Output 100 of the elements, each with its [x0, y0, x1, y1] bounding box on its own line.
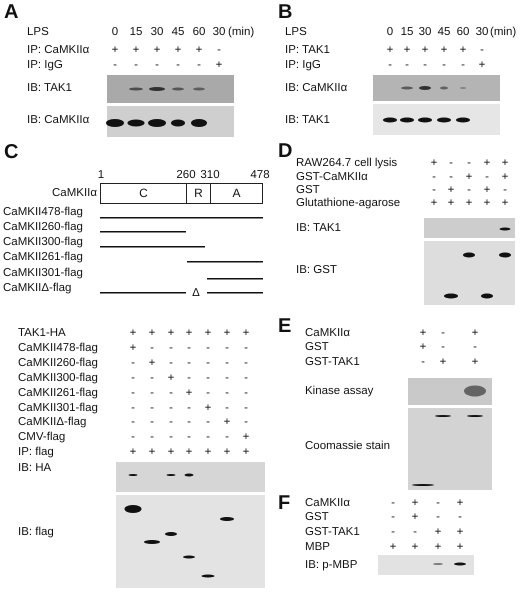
time-point: 0: [112, 25, 118, 39]
lane-sign: -: [225, 371, 229, 385]
time-point: 0: [386, 25, 394, 39]
time-point: 30: [150, 25, 164, 39]
row-label: CMV-flag: [18, 430, 66, 444]
lane-sign: +: [422, 43, 428, 57]
lane-sign: -: [187, 371, 191, 385]
lane-sign: -: [187, 401, 191, 415]
lane-sign: +: [502, 196, 508, 210]
construct-label: CaMKII301-flag: [3, 266, 83, 280]
residue-number: 478: [250, 168, 270, 182]
row-label: GST-CaMKIIα: [296, 170, 368, 184]
lane-sign: +: [130, 326, 136, 340]
lane-sign: +: [412, 496, 418, 510]
row-label: GST: [296, 183, 320, 197]
blot-label: IB: TAK1: [285, 113, 330, 127]
lane-sign: -: [150, 415, 154, 429]
lane-sign: +: [148, 326, 156, 340]
lane-sign: +: [484, 196, 490, 210]
row-label: GST-TAK1: [305, 355, 360, 369]
residue-number: 310: [200, 168, 220, 182]
lane-sign: -: [131, 371, 135, 385]
row-label: LPS: [27, 25, 49, 39]
lane-sign: -: [134, 58, 138, 72]
lane-sign: -: [206, 356, 210, 370]
unit-label: (min): [228, 25, 254, 39]
lane-sign: +: [186, 326, 192, 340]
row-label: CaMKIIΔ-flag: [18, 415, 86, 429]
construct-label: CaMKII260-flag: [3, 220, 83, 234]
lane-sign: +: [412, 510, 418, 524]
lane-sign: +: [186, 445, 192, 459]
blot-label: Kinase assay: [305, 384, 374, 398]
domain-box: C: [100, 183, 187, 204]
blot-label: IB: HA: [18, 461, 52, 475]
lane-sign: -: [432, 170, 436, 184]
lane-sign: -: [131, 430, 135, 444]
time-point: 60: [192, 25, 206, 39]
lane-sign: -: [436, 510, 440, 524]
lane-sign: -: [150, 371, 154, 385]
time-point: 15: [400, 25, 414, 39]
row-label: IP: IgG: [27, 58, 63, 72]
lane-sign: -: [413, 525, 417, 539]
lane-sign: -: [480, 43, 484, 57]
lane-sign: -: [113, 58, 117, 72]
lane-sign: +: [484, 156, 490, 170]
lane-sign: -: [244, 386, 248, 400]
lane-sign: -: [441, 340, 445, 354]
lane-sign: -: [442, 58, 446, 72]
deletion-symbol: Δ: [192, 286, 200, 300]
lane-sign: -: [244, 415, 248, 429]
lane-sign: -: [155, 58, 159, 72]
row-label: CaMKIIα: [305, 326, 350, 340]
lane-sign: -: [206, 415, 210, 429]
lane-sign: +: [242, 430, 250, 444]
lane-sign: +: [456, 540, 464, 554]
lane-sign: +: [466, 170, 472, 184]
lane-sign: -: [206, 386, 210, 400]
lane-sign: -: [421, 355, 425, 369]
construct-label: CaMKII478-flag: [3, 205, 83, 219]
lane-sign: -: [225, 341, 229, 355]
lane-sign: +: [472, 355, 478, 369]
lane-sign: -: [206, 430, 210, 444]
lane-sign: -: [169, 386, 173, 400]
lane-sign: -: [449, 170, 453, 184]
row-label: IP: flag: [18, 445, 54, 459]
blot-label: IB: TAK1: [296, 221, 341, 235]
lane-sign: -: [391, 510, 395, 524]
lane-sign: -: [467, 156, 471, 170]
time-point: 45: [438, 25, 450, 39]
lane-sign: -: [244, 341, 248, 355]
blot-label: IB: CaMKIIα: [27, 113, 90, 127]
lane-sign: +: [430, 196, 438, 210]
lane-sign: -: [169, 341, 173, 355]
lane-sign: -: [169, 356, 173, 370]
lane-sign: +: [242, 326, 250, 340]
lane-sign: -: [244, 371, 248, 385]
panel-letter: F: [278, 492, 290, 514]
lane-sign: -: [187, 356, 191, 370]
lane-sign: -: [187, 430, 191, 444]
lane-sign: +: [456, 525, 464, 539]
lane-sign: +: [168, 445, 174, 459]
lane-sign: -: [423, 58, 427, 72]
lane-sign: +: [196, 43, 202, 57]
lane-sign: +: [130, 341, 136, 355]
lane-sign: -: [150, 430, 154, 444]
lane-sign: -: [225, 386, 229, 400]
lane-sign: -: [169, 415, 173, 429]
lane-sign: +: [390, 540, 396, 554]
lane-sign: +: [502, 156, 508, 170]
lane-sign: +: [420, 340, 426, 354]
lane-sign: -: [187, 415, 191, 429]
lane-sign: -: [436, 496, 440, 510]
row-label: CaMKII260-flag: [18, 356, 98, 370]
construct-label: CaMKII261-flag: [3, 250, 83, 264]
blot-label: IB: CaMKIIα: [285, 81, 348, 95]
lane-sign: +: [148, 356, 156, 370]
lane-sign: +: [456, 496, 464, 510]
lane-sign: +: [154, 43, 160, 57]
blot-label: IB: p-MBP: [305, 558, 358, 572]
lane-sign: +: [224, 445, 230, 459]
